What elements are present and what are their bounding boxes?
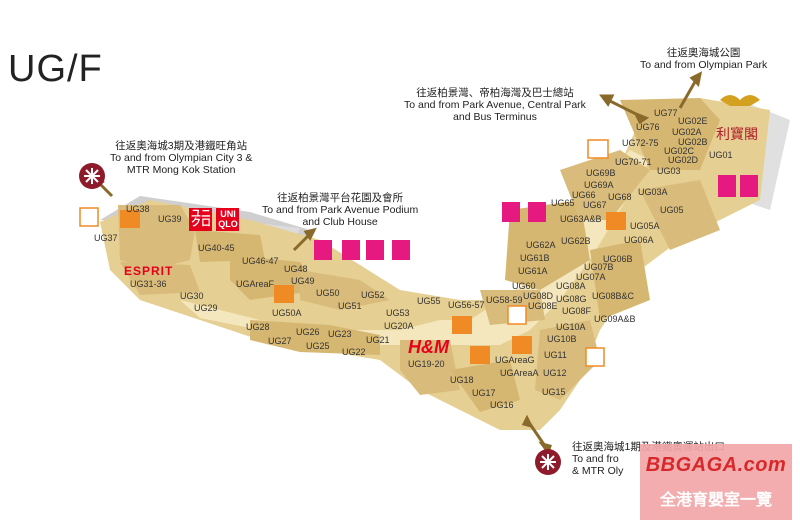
shop-label: UG19-20	[408, 359, 445, 369]
shop-label: UG69B	[586, 168, 616, 178]
shop-label: UG62A	[526, 240, 556, 250]
shop-label: UG67	[583, 200, 607, 210]
shop-label: UG50A	[272, 308, 302, 318]
shop-label: UG27	[268, 336, 292, 346]
watermark: BBGAGA.com 全港育嬰室一覽	[640, 444, 792, 520]
shop-label: UG07A	[576, 272, 606, 282]
shop-label: UG61B	[520, 253, 550, 263]
esprit-sign: ESPRIT	[124, 264, 174, 278]
shop-label: UG11	[544, 350, 567, 360]
shop-label: UG02A	[672, 127, 702, 137]
shop-label: UG10B	[547, 334, 577, 344]
shop-label: UG08B&C	[592, 291, 635, 301]
shop-label: UG05A	[630, 221, 660, 231]
floor-label: UG/F	[8, 48, 103, 90]
shop-label: UG26	[296, 327, 320, 337]
shop-label: UG37	[94, 233, 118, 243]
shop-label: UG02D	[668, 155, 699, 165]
shop-label: UG60	[512, 281, 536, 291]
shop-label: UG63A&B	[560, 214, 602, 224]
shop-label: UG49	[291, 276, 315, 286]
shop-label: UG56-57	[448, 300, 485, 310]
shop-label: UG15	[542, 387, 566, 397]
shop-label: UG05	[660, 205, 684, 215]
shop-label: UG01	[709, 150, 733, 160]
shop-label: UG20A	[384, 321, 414, 331]
shop-label: UG69A	[584, 180, 614, 190]
hm-sign: H&M	[408, 337, 449, 357]
shop-label: UG18	[450, 375, 474, 385]
shop-label: UG06B	[603, 254, 633, 264]
shop-label: UG66	[572, 190, 596, 200]
uniqlo-logo-right	[216, 208, 239, 231]
shop-label: UG08F	[562, 306, 592, 316]
shop-label: UG61A	[518, 266, 548, 276]
shop-label: UG08E	[528, 301, 558, 311]
shop-label: UG03	[657, 166, 681, 176]
shop-label: UG53	[386, 308, 410, 318]
restaurant-sign: 利寶閣	[716, 127, 758, 143]
shop-label: UG58-59	[486, 295, 523, 305]
shop-label: UG31-36	[130, 279, 167, 289]
watermark-tagline: 全港育嬰室一覽	[659, 490, 772, 509]
watermark-site: BBGAGA.com	[645, 454, 787, 476]
shop-label: UG72-75	[622, 138, 659, 148]
shop-label: UG55	[417, 296, 441, 306]
shop-label: UG65	[551, 198, 575, 208]
shop-label: UG50	[316, 288, 340, 298]
shop-label: UG28	[246, 322, 270, 332]
shop-label: UG02C	[664, 146, 695, 156]
shop-label: UG10A	[556, 322, 586, 332]
shop-label: UG52	[361, 290, 385, 300]
shop-label: UG48	[284, 264, 308, 274]
shop-label: UG12	[543, 368, 567, 378]
shop-label: UG70-71	[615, 157, 652, 167]
shop-label: UG51	[338, 301, 362, 311]
shop-label: UG62B	[561, 236, 591, 246]
shop-label: UG08A	[556, 281, 586, 291]
shop-label: UG46-47	[242, 256, 279, 266]
shop-label: UGAreaF	[236, 279, 275, 289]
shop-label: UG02B	[678, 137, 708, 147]
shop-label: UG76	[636, 122, 660, 132]
shop-label: UG39	[158, 214, 182, 224]
shop-label: UG07B	[584, 262, 614, 272]
shop-label: UG03A	[638, 187, 668, 197]
uniqlo-logo-left	[189, 208, 212, 231]
shop-label: UG21	[366, 335, 390, 345]
shop-label: UGAreaA	[500, 368, 539, 378]
shop-label: UG40-45	[198, 243, 235, 253]
shop-label: UG29	[194, 303, 218, 313]
shop-label: UG08G	[556, 294, 587, 304]
uniqlo-sign-left: ユニクロ	[191, 209, 211, 229]
shop-label: UG09A&B	[594, 314, 636, 324]
shop-label: UG22	[342, 347, 366, 357]
shop-label: UG25	[306, 341, 330, 351]
shop-label: UG02E	[678, 116, 708, 126]
shop-label: UG16	[490, 400, 514, 410]
shop-label: UG23	[328, 329, 352, 339]
shop-label: UG38	[126, 204, 150, 214]
shop-label: UGAreaG	[495, 355, 535, 365]
shop-label: UG06A	[624, 235, 654, 245]
shop-label: UG68	[608, 192, 632, 202]
shop-label: UG30	[180, 291, 204, 301]
shop-label: UG08D	[523, 291, 554, 301]
shop-label: UG77	[654, 108, 678, 118]
shop-label: UG17	[472, 388, 496, 398]
